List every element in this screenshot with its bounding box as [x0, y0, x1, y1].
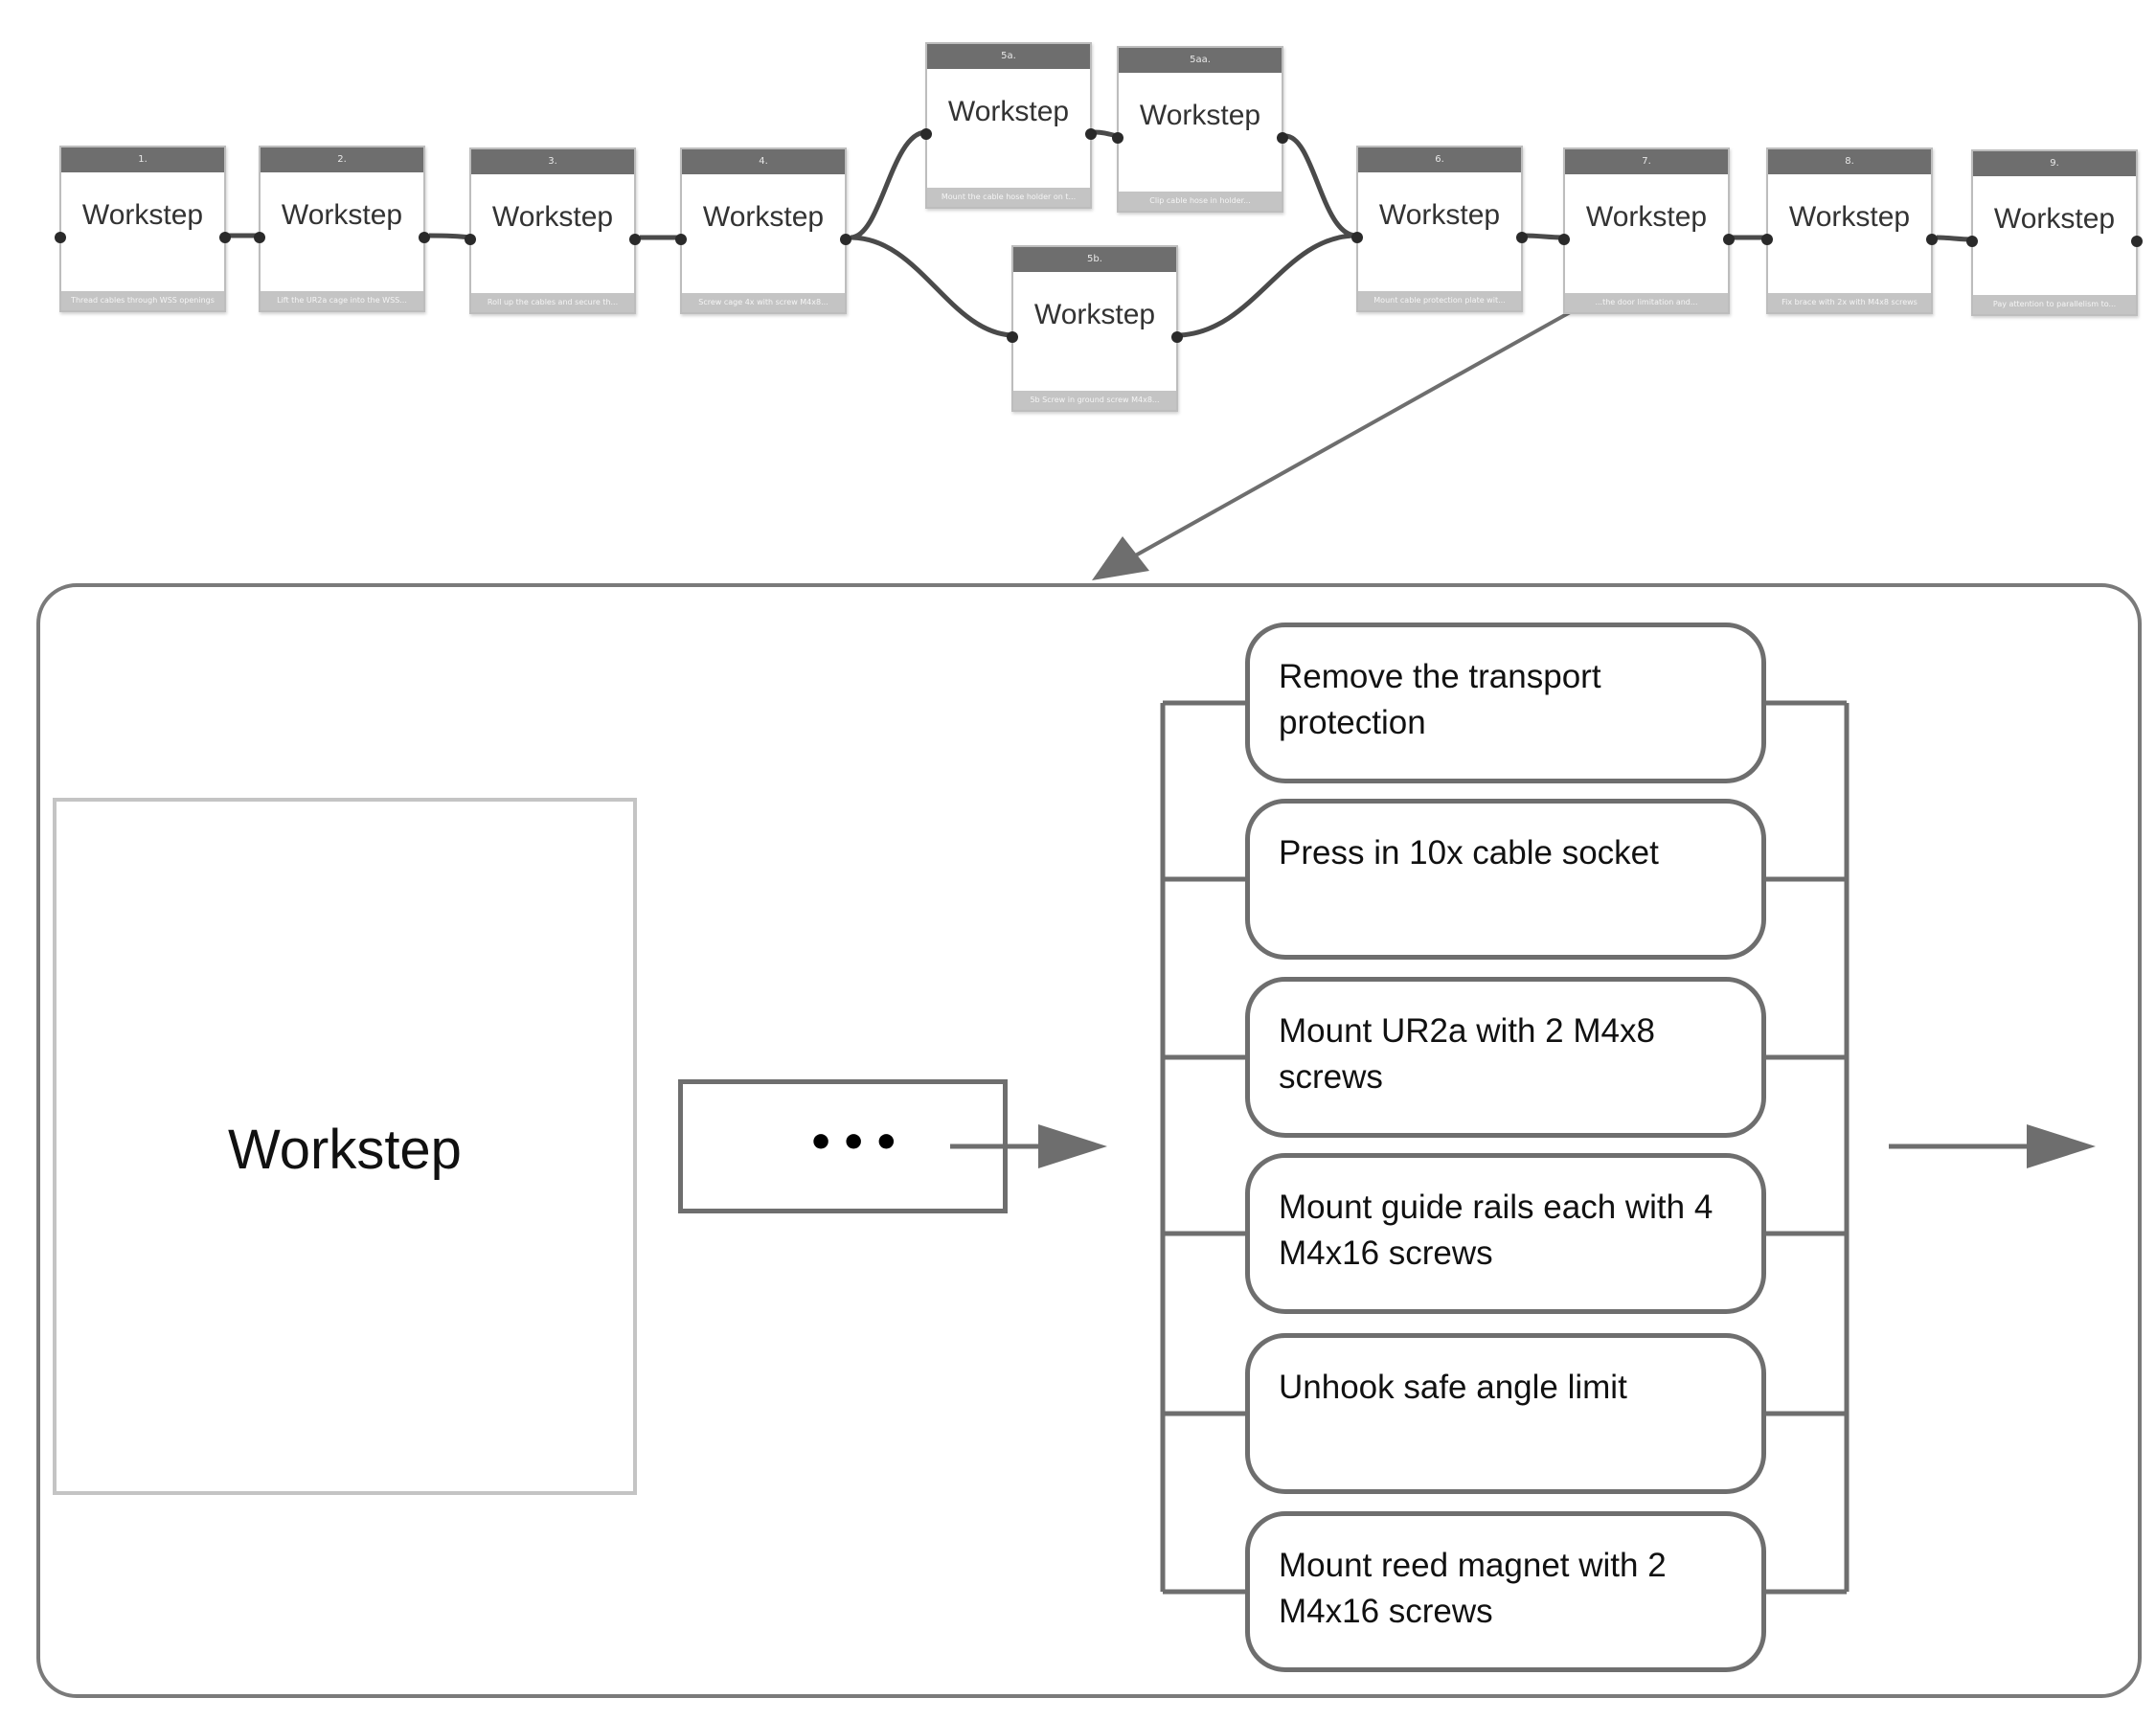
node-description: Roll up the cables and secure th...	[471, 293, 634, 312]
task-label: Press in 10x cable socket	[1279, 834, 1659, 872]
task-label: Mount reed magnet with 2 M4x16 screws	[1279, 1547, 1667, 1630]
output-port[interactable]	[1171, 331, 1183, 343]
node-description: Mount the cable hose holder on t...	[927, 188, 1090, 207]
input-port[interactable]	[1007, 331, 1018, 343]
task-label: Remove the transport protection	[1279, 658, 1601, 741]
input-port[interactable]	[1558, 234, 1570, 245]
task-box-6[interactable]: Mount reed magnet with 2 M4x16 screws	[1245, 1511, 1766, 1672]
task-label: Mount guide rails each with 4 M4x16 scre…	[1279, 1189, 1713, 1272]
output-port[interactable]	[1723, 234, 1735, 245]
node-description: Mount cable protection plate wit...	[1358, 291, 1521, 310]
node-description: Clip cable hose in holder...	[1119, 192, 1282, 211]
task-box-2[interactable]: Press in 10x cable socket	[1245, 799, 1766, 960]
task-box-3[interactable]: Mount UR2a with 2 M4x8 screws	[1245, 977, 1766, 1138]
node-title: Workstep	[1993, 203, 2116, 235]
node-header: 1.	[61, 147, 224, 172]
node-title: Workstep	[81, 199, 204, 231]
input-port[interactable]	[920, 128, 932, 140]
node-title: Workstep	[702, 201, 825, 233]
flow-node-7[interactable]: 7. Workstep ...the door limitation and...	[1558, 147, 1735, 314]
output-port[interactable]	[219, 232, 231, 243]
task-label: Unhook safe angle limit	[1279, 1369, 1627, 1406]
node-title: Workstep	[1585, 201, 1708, 233]
node-title: Workstep	[947, 96, 1070, 127]
node-header: 8.	[1768, 149, 1931, 174]
link-5b-6	[1179, 233, 1357, 338]
node-title: Workstep	[1139, 100, 1261, 131]
node-header: 5b.	[1013, 247, 1176, 272]
node-title: Workstep	[1378, 199, 1501, 231]
input-port[interactable]	[1112, 132, 1123, 144]
node-description: Lift the UR2a cage into the WSS...	[261, 291, 423, 310]
link-4-5b	[850, 235, 1012, 338]
output-port[interactable]	[2131, 236, 2143, 247]
node-header: 9.	[1973, 151, 2136, 176]
input-port[interactable]	[254, 232, 265, 243]
detail-workstep-box[interactable]: Workstep	[53, 798, 637, 1495]
node-header: 5aa.	[1119, 48, 1282, 73]
output-port[interactable]	[1085, 128, 1097, 140]
node-header: 6.	[1358, 147, 1521, 172]
node-header: 2.	[261, 147, 423, 172]
input-port[interactable]	[1966, 236, 1978, 247]
link-5aa-6	[1284, 133, 1357, 238]
node-header: 7.	[1565, 149, 1728, 174]
node-description: Screw cage 4x with screw M4x8...	[682, 293, 845, 312]
input-port[interactable]	[1351, 232, 1363, 243]
link-4-5a	[850, 129, 926, 240]
task-label: Mount UR2a with 2 M4x8 screws	[1279, 1012, 1655, 1096]
node-description: Thread cables through WSS openings	[61, 291, 224, 310]
node-description: Pay attention to parallelism to...	[1973, 295, 2136, 314]
output-port[interactable]	[419, 232, 430, 243]
node-header: 5a.	[927, 44, 1090, 69]
input-port[interactable]	[675, 234, 687, 245]
node-description: Fix brace with 2x with M4x8 screws	[1768, 293, 1931, 312]
output-port[interactable]	[1277, 132, 1288, 144]
output-port[interactable]	[1926, 234, 1938, 245]
task-box-4[interactable]: Mount guide rails each with 4 M4x16 scre…	[1245, 1153, 1766, 1314]
node-header: 3.	[471, 149, 634, 174]
input-port[interactable]	[465, 234, 476, 245]
detail-workstep-label: Workstep	[228, 1119, 462, 1181]
ellipsis-arrowhead	[1038, 1124, 1107, 1168]
node-description: 5b Screw in ground screw M4x8...	[1013, 391, 1176, 410]
node-title: Workstep	[281, 199, 403, 231]
output-arrowhead	[2027, 1124, 2096, 1168]
workstep-detail-frame	[36, 583, 2142, 1698]
output-port[interactable]	[1516, 232, 1528, 243]
task-box-5[interactable]: Unhook safe angle limit	[1245, 1333, 1766, 1494]
flow-node-5b[interactable]: 5b. Workstep 5b Screw in ground screw M4x8…	[1007, 245, 1183, 412]
node-title: Workstep	[1788, 201, 1911, 233]
output-port[interactable]	[629, 234, 641, 245]
node-title: Workstep	[491, 201, 614, 233]
node-header: 4.	[682, 149, 845, 174]
task-box-1[interactable]: Remove the transport protection	[1245, 623, 1766, 783]
node-title: Workstep	[1033, 299, 1156, 330]
output-port[interactable]	[840, 234, 851, 245]
ellipsis-dots: •••	[807, 1119, 906, 1167]
callout-arrow	[1092, 291, 1605, 580]
input-port[interactable]	[1761, 234, 1773, 245]
input-port[interactable]	[55, 232, 66, 243]
node-description: ...the door limitation and...	[1565, 293, 1728, 312]
